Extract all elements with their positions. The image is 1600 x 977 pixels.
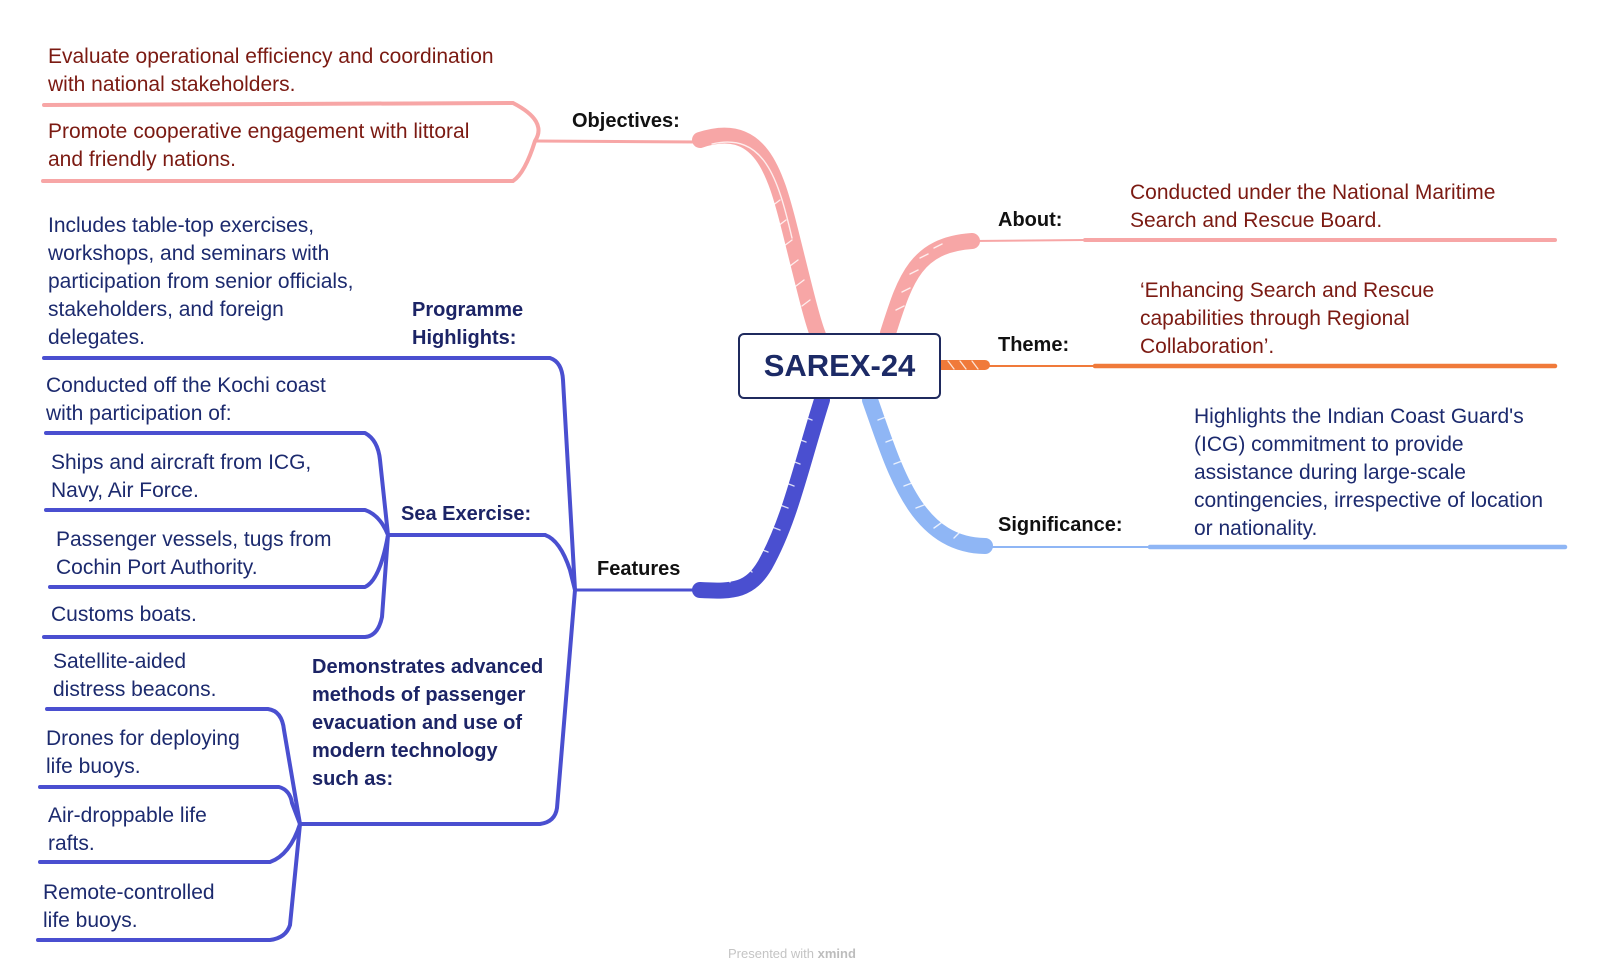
demonstrates-label[interactable]: Demonstrates advanced methods of passeng…	[312, 656, 544, 790]
significance-connector	[862, 392, 1568, 554]
footer-credit: Presented with xmind	[728, 946, 856, 961]
sea-exercise-label[interactable]: Sea Exercise:	[401, 503, 532, 525]
sea-exercise-item-1[interactable]: Conducted off the Kochi coast with parti…	[46, 374, 326, 425]
demonstrates-item-3[interactable]: Air-droppable life rafts.	[48, 804, 207, 855]
theme-text[interactable]: ‘Enhancing Search and Rescue capabilitie…	[1140, 279, 1435, 358]
demonstrates-item-1[interactable]: Satellite-aided distress beacons.	[53, 650, 217, 701]
about-connector	[880, 233, 1557, 341]
programme-highlights-text[interactable]: Includes table-top exercises, workshops,…	[48, 214, 354, 349]
about-text[interactable]: Conducted under the National Maritime Se…	[1130, 181, 1496, 232]
objective-item-1[interactable]: Evaluate operational efficiency and coor…	[48, 45, 494, 96]
objective-item-2[interactable]: Promote cooperative engagement with litt…	[48, 120, 470, 171]
sea-exercise-item-3[interactable]: Passenger vessels, tugs from Cochin Port…	[56, 528, 332, 579]
features-connector	[36, 356, 830, 942]
about-label[interactable]: About:	[998, 209, 1063, 231]
significance-label[interactable]: Significance:	[998, 514, 1123, 536]
footer-prefix: Presented with	[728, 946, 814, 961]
features-label[interactable]: Features	[597, 558, 681, 580]
significance-text[interactable]: Highlights the Indian Coast Guard's (ICG…	[1194, 405, 1544, 540]
sea-exercise-item-2[interactable]: Ships and aircraft from ICG, Navy, Air F…	[51, 451, 312, 502]
demonstrates-item-2[interactable]: Drones for deploying life buoys.	[46, 727, 240, 778]
programme-highlights-label[interactable]: Programme Highlights:	[412, 299, 524, 349]
theme-label[interactable]: Theme:	[998, 334, 1070, 356]
xmind-brand: xmind	[817, 946, 856, 961]
objectives-label[interactable]: Objectives:	[572, 110, 680, 132]
demonstrates-item-4[interactable]: Remote-controlled life buoys.	[43, 881, 215, 932]
objectives-connector	[41, 100, 826, 343]
sea-exercise-item-4[interactable]: Customs boats.	[51, 603, 197, 626]
central-topic[interactable]: SAREX-24	[738, 333, 941, 399]
theme-connector	[936, 360, 1558, 370]
